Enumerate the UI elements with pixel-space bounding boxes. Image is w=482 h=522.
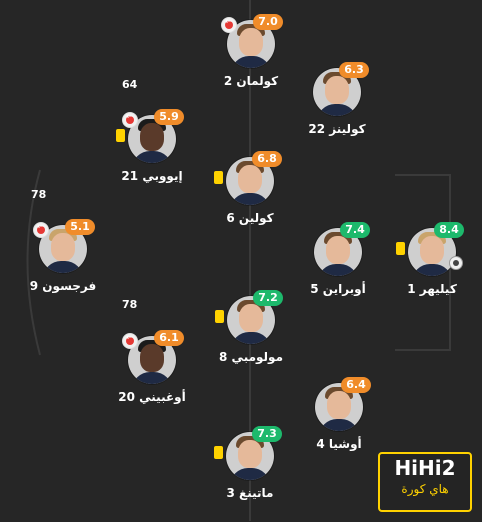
rating-badge: 6.1: [154, 330, 184, 346]
substitution-icon: [33, 222, 49, 238]
rating-badge: 5.1: [65, 219, 95, 235]
substitution-icon: [221, 17, 237, 33]
player-label: أوغبيني 20: [118, 390, 186, 404]
player-obrien[interactable]: 7.4 أوبراين 5: [278, 222, 398, 318]
player-label: أوشيا 4: [316, 437, 362, 451]
watermark-arabic: هاي كورة: [401, 482, 449, 496]
rating-badge: 7.4: [340, 222, 370, 238]
player-label: مولومبي 8: [219, 350, 283, 364]
player-cullen[interactable]: 6.8 كولين 6: [190, 151, 310, 247]
yellow-card-icon: [396, 242, 405, 255]
player-label: إيووبي 21: [121, 169, 183, 183]
player-collins[interactable]: 6.3 كولينز 22: [277, 62, 397, 158]
player-label: كيليهر 1: [407, 282, 457, 296]
yellow-card-icon: [214, 171, 223, 184]
rating-badge: 6.4: [341, 377, 371, 393]
player-iwobi[interactable]: 5.9 إيووبي 21: [92, 109, 212, 205]
player-oshea[interactable]: 6.4 أوشيا 4: [279, 377, 399, 473]
substitution-time: 78: [31, 188, 47, 201]
player-maatsen[interactable]: 7.3 ماتينغ 3: [190, 426, 310, 522]
player-avatar: [226, 157, 274, 205]
player-label: أوبراين 5: [310, 282, 366, 296]
player-label: كولينز 22: [308, 122, 366, 136]
yellow-card-icon: [215, 310, 224, 323]
player-molumby[interactable]: 7.2 مولومبي 8: [191, 290, 311, 386]
player-label: ماتينغ 3: [226, 486, 274, 500]
player-ferguson[interactable]: 5.1 فرجسون 9: [3, 219, 123, 315]
yellow-card-icon: [214, 446, 223, 459]
rating-badge: 6.8: [252, 151, 282, 167]
rating-badge: 6.3: [339, 62, 369, 78]
rating-badge: 7.0: [253, 14, 283, 30]
substitution-icon: [122, 112, 138, 128]
rating-badge: 7.2: [253, 290, 283, 306]
substitution-time: 78: [122, 298, 138, 311]
rating-badge: 7.3: [252, 426, 282, 442]
player-label: كولمان 2: [223, 74, 279, 88]
rating-badge: 5.9: [154, 109, 184, 125]
player-avatar: [313, 68, 361, 116]
substitution-time: 64: [122, 78, 138, 91]
rating-badge: 8.4: [434, 222, 464, 238]
player-kelleher[interactable]: 8.4 كيليهر 1: [372, 222, 482, 318]
player-ogbene[interactable]: 6.1 أوغبيني 20: [92, 330, 212, 426]
yellow-card-icon: [116, 129, 125, 142]
player-coleman[interactable]: 7.0 كولمان 2: [191, 14, 311, 110]
player-avatar: [39, 225, 87, 273]
player-label: كولين 6: [226, 211, 274, 225]
player-label: فرجسون 9: [29, 279, 97, 293]
goalkeeper-icon: [449, 256, 463, 270]
substitution-icon: [122, 333, 138, 349]
watermark-brand: HiHi2: [394, 456, 456, 480]
watermark-logo: HiHi2 هاي كورة: [378, 452, 472, 512]
